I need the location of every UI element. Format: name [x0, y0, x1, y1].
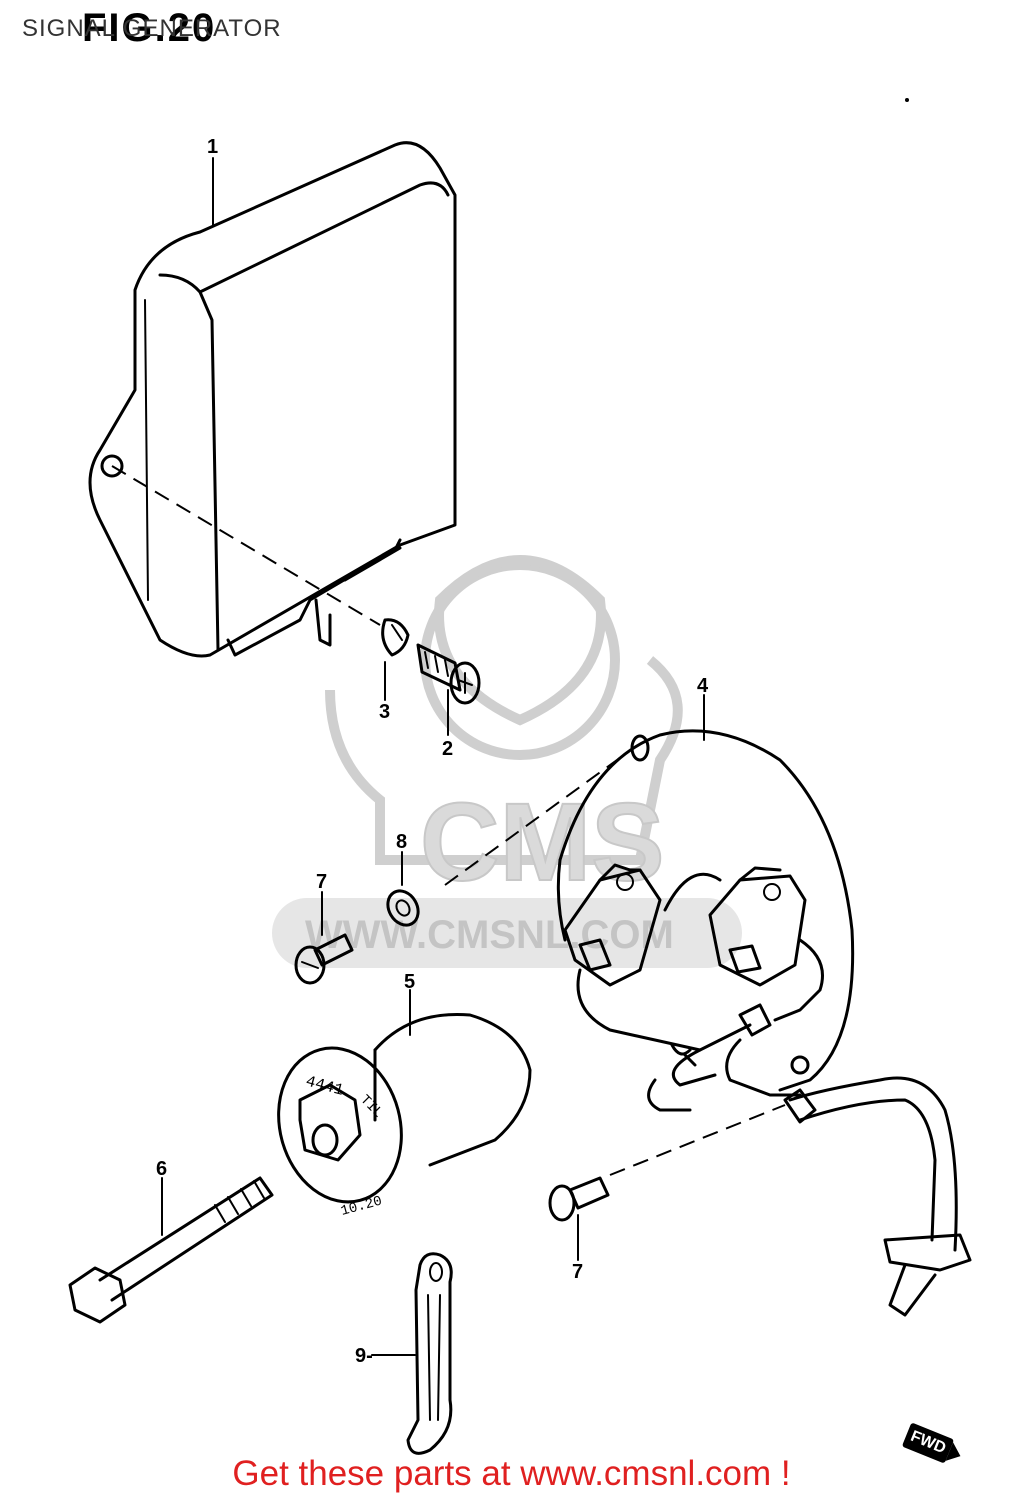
part-8-washer — [386, 889, 420, 927]
part-2-screw — [416, 643, 481, 705]
part-6-bolt — [68, 1176, 274, 1324]
callout-9: 9- — [355, 1345, 373, 1367]
watermark-url: WWW.CMSNL.COM — [305, 913, 674, 957]
figure-label: FIG.20 — [82, 6, 217, 50]
part-4-signal-generator-plate — [444, 729, 972, 1317]
watermark-brand: CMS — [420, 781, 664, 904]
rotor-code-marking-2: TIL — [356, 1092, 385, 1121]
rotor-code-marking-3: 10.20 — [339, 1194, 384, 1220]
callout-7-upper: 7 — [316, 871, 327, 893]
footer-link[interactable]: Get these parts at www.cmsnl.com ! — [232, 1454, 791, 1493]
callout-6: 6 — [156, 1158, 167, 1180]
leader-lines — [161, 157, 705, 1356]
callout-4: 4 — [697, 675, 709, 697]
callout-2: 2 — [442, 738, 453, 760]
part-7-screw-upper — [294, 933, 354, 985]
part-1-ignitor-unit — [88, 141, 457, 658]
callout-5: 5 — [404, 971, 415, 993]
callout-8: 8 — [396, 831, 407, 853]
page-title: SIGNAL GENERATOR — [22, 15, 282, 42]
callout-1: 1 — [207, 136, 218, 158]
callout-7-lower: 7 — [572, 1261, 583, 1283]
callout-numbers: 1 2 3 4 5 6 7 7 8 9- — [156, 136, 709, 1367]
part-9-strap — [406, 1252, 453, 1455]
part-7-screw-lower — [548, 1176, 610, 1222]
part-5-rotor: 4441 TIL 10.20 — [277, 1012, 532, 1220]
callout-3: 3 — [379, 701, 390, 723]
part-3-washer — [381, 618, 410, 657]
cms-watermark: CMS WWW.CMSNL.COM — [272, 555, 742, 968]
